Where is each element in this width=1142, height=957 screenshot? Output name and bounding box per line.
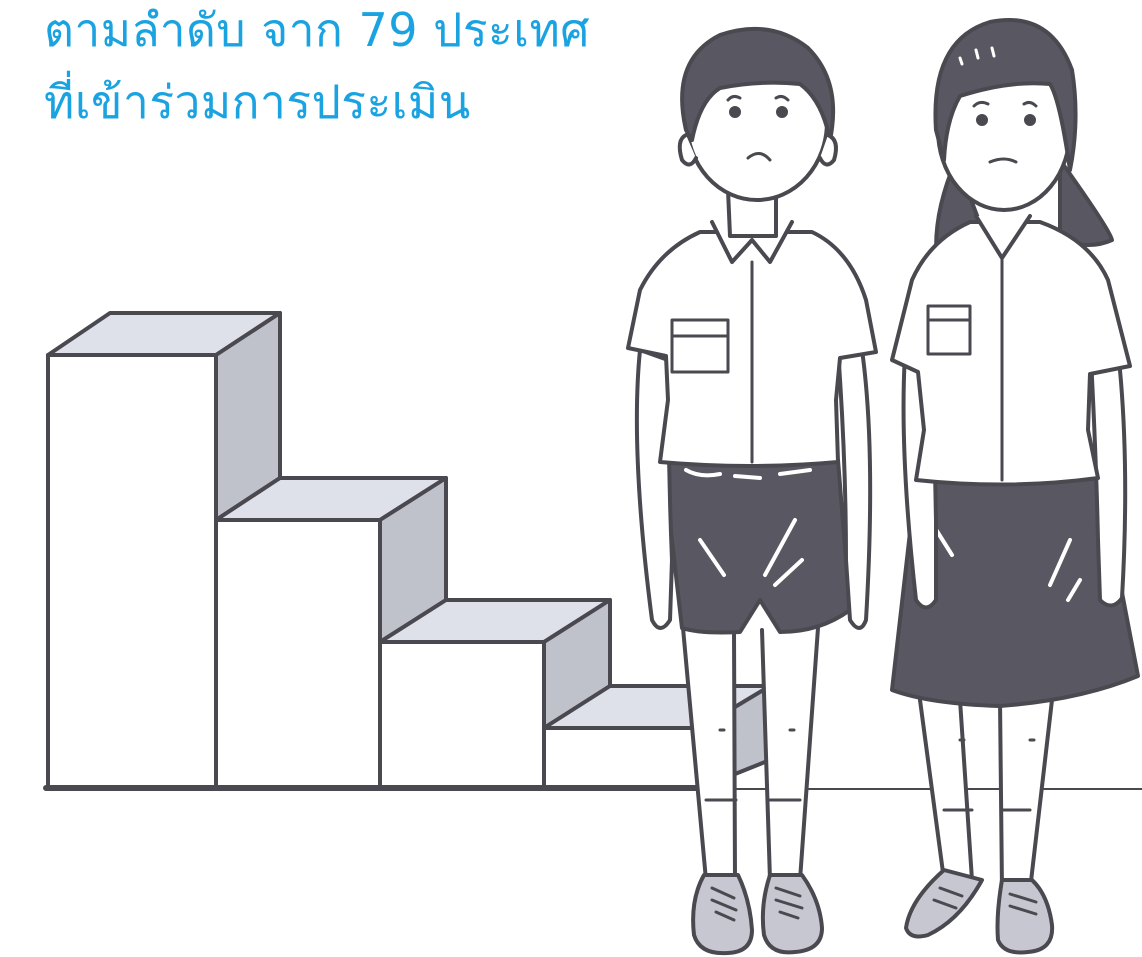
headline: ตามลำดับ จาก 79 ประเทศ ที่เข้าร่วมการประ… xyxy=(44,0,590,138)
step-1 xyxy=(46,311,282,790)
headline-line-2: ที่เข้าร่วมการประเมิน xyxy=(44,75,471,129)
girl-head xyxy=(933,18,1078,212)
boy-shorts xyxy=(661,458,852,635)
headline-line-1: ตามลำดับ จาก 79 ประเทศ xyxy=(44,3,591,57)
girl-student-figure xyxy=(890,18,1140,955)
girl-blouse xyxy=(890,220,1132,487)
boy-shoes xyxy=(691,873,824,956)
girl-shoes xyxy=(904,868,1055,955)
boy-student-figure xyxy=(626,26,878,956)
boy-head xyxy=(677,26,838,202)
step-2 xyxy=(214,476,448,790)
